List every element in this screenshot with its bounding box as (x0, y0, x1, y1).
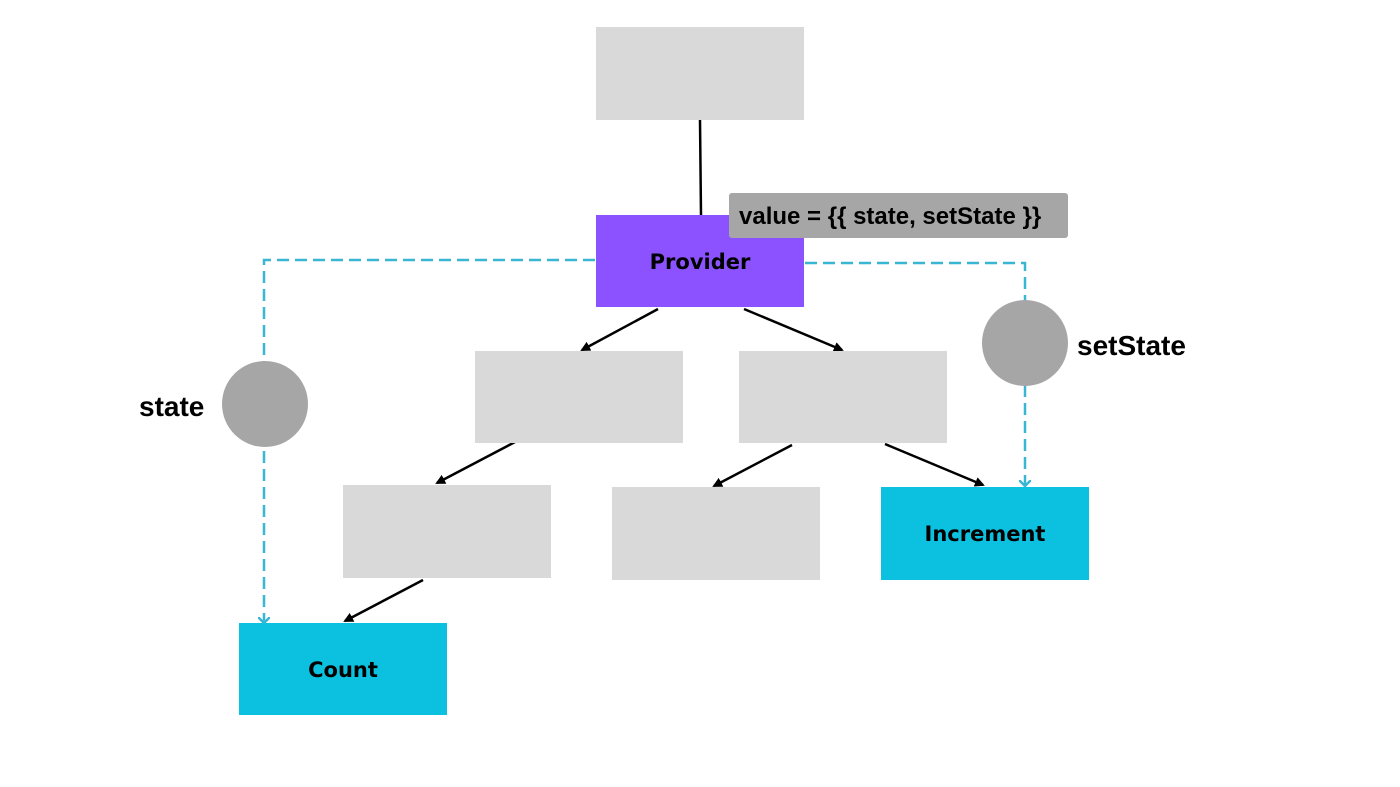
edge-child-right-to-increment (884, 442, 985, 487)
child-right-node (739, 351, 947, 443)
setstate-flow-line (805, 261, 1025, 486)
edge-child-right-to-grandchild-middle (712, 443, 793, 488)
edge-child-left-to-grandchild-left (435, 440, 516, 485)
setstate-label: setState (1077, 330, 1186, 361)
count-node: Count (239, 623, 447, 715)
count-label: Count (308, 658, 378, 682)
provider-value-text: value = {{ state, setState }} (739, 203, 1041, 230)
child-left-node (475, 351, 683, 443)
root-node (596, 27, 804, 120)
state-flow-line (264, 258, 595, 623)
edge-provider-to-child-left (580, 307, 659, 352)
grandchild-left-node (343, 485, 551, 578)
provider-label: Provider (650, 250, 751, 274)
state-label: state (139, 391, 204, 422)
edge-grandchild-left-to-count (343, 578, 424, 623)
increment-node: Increment (881, 487, 1089, 580)
setstate-token-circle (982, 300, 1068, 386)
edge-provider-to-child-right (743, 307, 844, 352)
provider-value-badge: value = {{ state, setState }} (729, 193, 1068, 238)
state-token-circle (222, 361, 308, 447)
grandchild-middle-node (612, 487, 820, 580)
edge-root-to-provider (698, 119, 703, 216)
increment-label: Increment (925, 522, 1046, 546)
